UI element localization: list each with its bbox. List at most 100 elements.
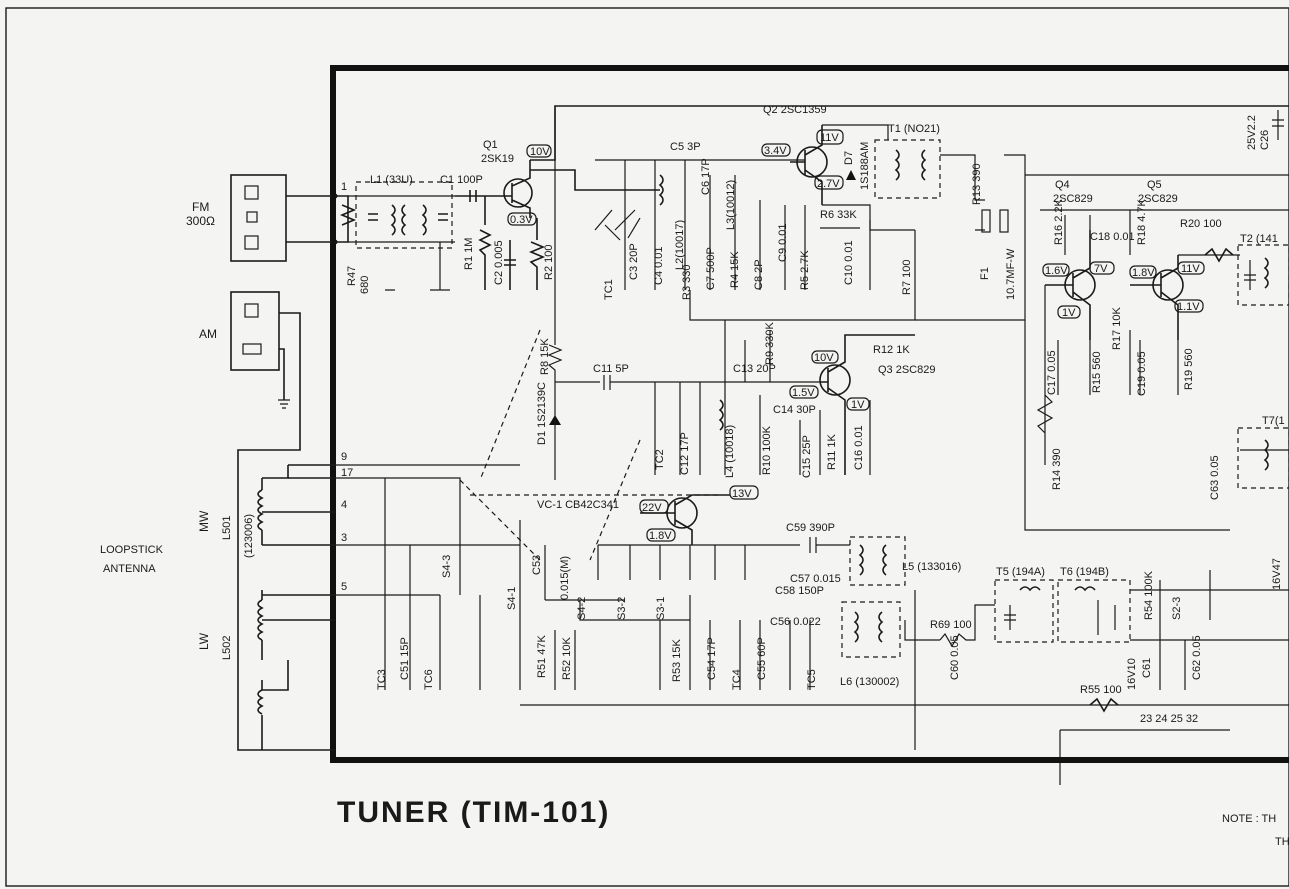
svg-text:1V: 1V	[851, 399, 865, 411]
C5-label: C5 3P	[670, 141, 701, 153]
C61-value: 16V10	[1126, 658, 1138, 690]
svg-text:5: 5	[341, 581, 347, 593]
D7-type: 1S188AM	[859, 142, 871, 190]
C1-label: C1 100P	[440, 174, 483, 186]
C63-label: C63 0.05	[1209, 455, 1221, 500]
svg-text:11V: 11V	[820, 132, 839, 144]
C55-label: C55 60P	[756, 637, 768, 680]
R10-label: R10 100K	[761, 425, 773, 475]
VC1-label: VC-1 CB42C341	[537, 499, 619, 511]
coil-code-label: (123006)	[243, 514, 255, 558]
C16-label: C16 0.01	[853, 425, 865, 470]
C17-label: C17 0.05	[1046, 350, 1058, 395]
S42-label: S4-2	[576, 597, 588, 620]
C14-label: C14 30P	[773, 404, 816, 416]
C64-label: 16V47	[1271, 558, 1283, 590]
L5-label: L5 (133016)	[902, 561, 961, 573]
C6-label: C6 17P	[700, 158, 712, 195]
T2-label: T2 (141	[1240, 233, 1278, 245]
Q2-label: Q2 2SC1359	[763, 104, 827, 116]
R3-label: R3 330	[681, 265, 693, 300]
board-outline	[330, 65, 1289, 763]
L2-label: L2(10017)	[674, 220, 686, 270]
svg-text:11V: 11V	[1181, 263, 1200, 275]
fm-oscillator: R8 15K D1 1S2139C C11 5P TC2 C12 17P L4 …	[536, 106, 935, 480]
am-if-section: T5 (194A) T6 (194B) R69 100 C60 0.05 R54…	[930, 558, 1289, 785]
page-border	[5, 7, 1289, 887]
R7-label: R7 100	[901, 260, 913, 295]
loopstick-antenna: LOOPSTICK ANTENNA MW L501 (123006) LW L5…	[100, 464, 335, 750]
Q1-label: Q1	[483, 139, 498, 151]
R16-label: R16 2.2K	[1053, 198, 1065, 245]
S32-label: S3-2	[616, 597, 628, 620]
TC3-label: TC3	[376, 669, 388, 690]
lw-label: LW	[197, 632, 211, 650]
svg-text:1.6V: 1.6V	[1045, 265, 1068, 277]
mw-label: MW	[197, 510, 211, 532]
Q1-transistor	[503, 178, 533, 208]
C53-label: C53	[531, 555, 543, 575]
svg-text:4: 4	[341, 499, 347, 511]
C8-label: C8 2P	[753, 259, 765, 290]
mw-coil	[257, 489, 264, 531]
am-label: AM	[199, 327, 217, 341]
note-label: NOTE : TH	[1222, 813, 1276, 825]
Q5-label: Q5	[1147, 179, 1162, 191]
loopstick-label-2: ANTENNA	[103, 563, 156, 575]
C12-label: C12 17P	[679, 432, 691, 475]
TC1-label: TC1	[603, 279, 615, 300]
svg-text:1.1V: 1.1V	[1177, 301, 1200, 313]
svg-text:3.4V: 3.4V	[764, 145, 787, 157]
T5-label: T5 (194A)	[996, 566, 1045, 578]
C9-label: C9 0.01	[777, 223, 789, 262]
loopstick-label-1: LOOPSTICK	[100, 544, 164, 556]
voltage-tags: 10V 0.3V 3.4V 11V 2.7V 1.6V 7V 1.8V 11V …	[507, 129, 1205, 542]
R17-label: R17 10K	[1111, 307, 1123, 350]
am-terminal: AM	[199, 291, 335, 751]
T7-label: T7(1	[1262, 415, 1285, 427]
R47-label: R47	[346, 266, 358, 286]
svg-text:17: 17	[341, 467, 353, 479]
svg-text:7V: 7V	[1094, 263, 1108, 275]
R69-label: R69 100	[930, 619, 972, 631]
C19-label: C19 0.05	[1136, 351, 1148, 396]
svg-text:1.8V: 1.8V	[1132, 267, 1155, 279]
R54-label: R54 100K	[1143, 570, 1155, 620]
F1-label: F1	[979, 267, 991, 280]
L3-label: L3(10012)	[725, 180, 737, 230]
L1-label: L1 (33U)	[370, 174, 413, 186]
R51-label: R51 47K	[536, 635, 548, 678]
svg-text:10V: 10V	[814, 352, 834, 364]
C58-label: C58 150P	[775, 585, 824, 597]
svg-text:0.3V: 0.3V	[510, 214, 533, 226]
fm-front-end: L1 (33U) C1 100P R47 680 Q1 2SK19 R1 1M …	[335, 105, 1289, 294]
svg-text:1V: 1V	[1062, 307, 1076, 319]
Q3-label: Q3 2SC829	[878, 364, 935, 376]
L4-label: L4 (10018)	[724, 425, 736, 478]
TC5-label: TC5	[806, 669, 818, 690]
note-label-2: TH	[1275, 836, 1289, 848]
R12-label: R12 1K	[873, 344, 910, 356]
F1-type: 10.7MF-W	[1005, 248, 1017, 300]
C3-label: C3 20P	[628, 243, 640, 280]
svg-text:1.8V: 1.8V	[649, 530, 672, 542]
C60-label: C60 0.05	[949, 635, 961, 680]
svg-text:1.5V: 1.5V	[792, 387, 815, 399]
R53-label: R53 15K	[671, 639, 683, 682]
svg-text:680: 680	[359, 276, 371, 294]
R19-label: R19 560	[1183, 348, 1195, 390]
C26-label: C26	[1259, 130, 1271, 150]
pin-numbers: 23 24 25 32	[1140, 713, 1198, 725]
C10-label: C10 0.01	[843, 240, 855, 285]
R15-label: R15 560	[1091, 351, 1103, 393]
S31-label: S3-1	[655, 597, 667, 620]
C59-label: C59 390P	[786, 522, 835, 534]
TC6-label: TC6	[423, 669, 435, 690]
TC2-label: TC2	[654, 449, 666, 470]
lw-coil-label: L502	[221, 636, 233, 660]
R13-label: R13 390	[971, 163, 983, 205]
L6-label: L6 (130002)	[840, 676, 899, 688]
svg-text:2.7V: 2.7V	[817, 178, 840, 190]
R11-label: R11 1K	[826, 433, 838, 470]
